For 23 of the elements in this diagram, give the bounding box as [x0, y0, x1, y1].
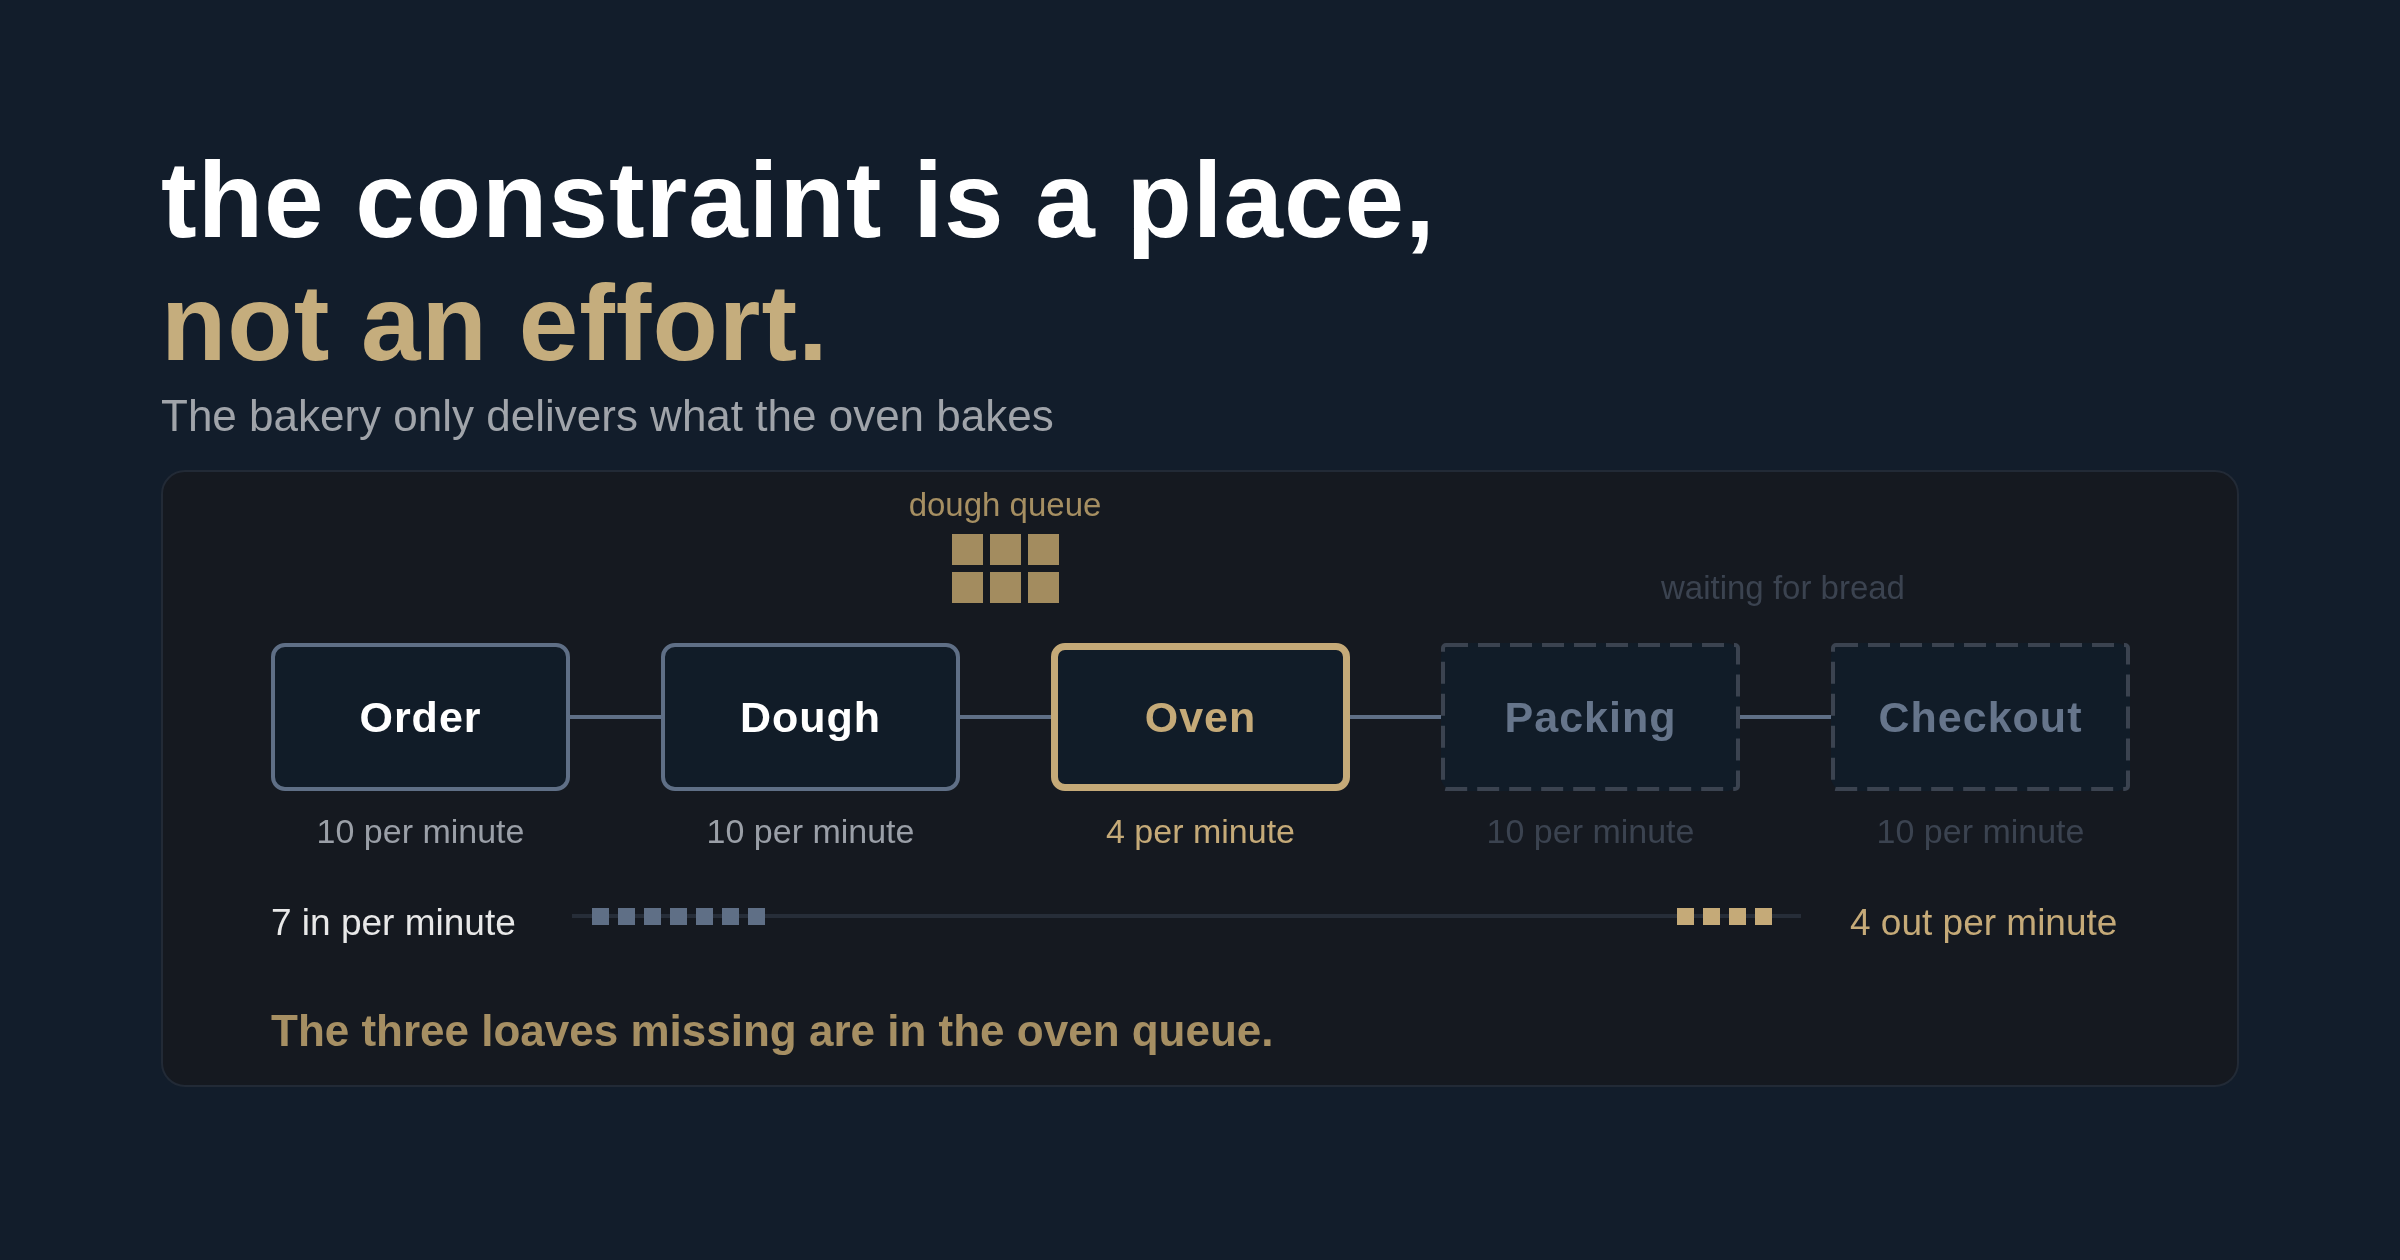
rate-label: 4 per minute — [1105, 811, 1296, 851]
step-name: Packing — [1504, 692, 1677, 742]
step-name: Order — [359, 692, 482, 742]
connector-line — [1350, 715, 1441, 719]
connector-line — [960, 715, 1051, 719]
conclusion-text: The three loaves missing are in the oven queue. — [271, 1005, 1274, 1057]
step-name: Oven — [1144, 692, 1257, 742]
rate-label: 10 per minute — [705, 811, 916, 851]
process-box — [271, 643, 570, 791]
subtitle: The bakery only delivers what the oven bakes — [161, 390, 1054, 442]
process-box — [1831, 643, 2130, 791]
step-name: Checkout — [1878, 692, 2083, 742]
rate-label: 10 per minute — [315, 811, 526, 851]
process-box — [1441, 643, 1740, 791]
connector-line — [570, 715, 661, 719]
step-name: Dough — [739, 692, 882, 742]
queue-label: dough queue — [907, 485, 1103, 525]
output-rate-label: 4 out per minute — [1850, 901, 2118, 945]
input-rate-label: 7 in per minute — [271, 901, 516, 945]
connector-line — [1740, 715, 1831, 719]
process-box — [1051, 643, 1350, 791]
process-box — [661, 643, 960, 791]
heading: the constraint is a place, not an effort. — [161, 139, 1437, 385]
